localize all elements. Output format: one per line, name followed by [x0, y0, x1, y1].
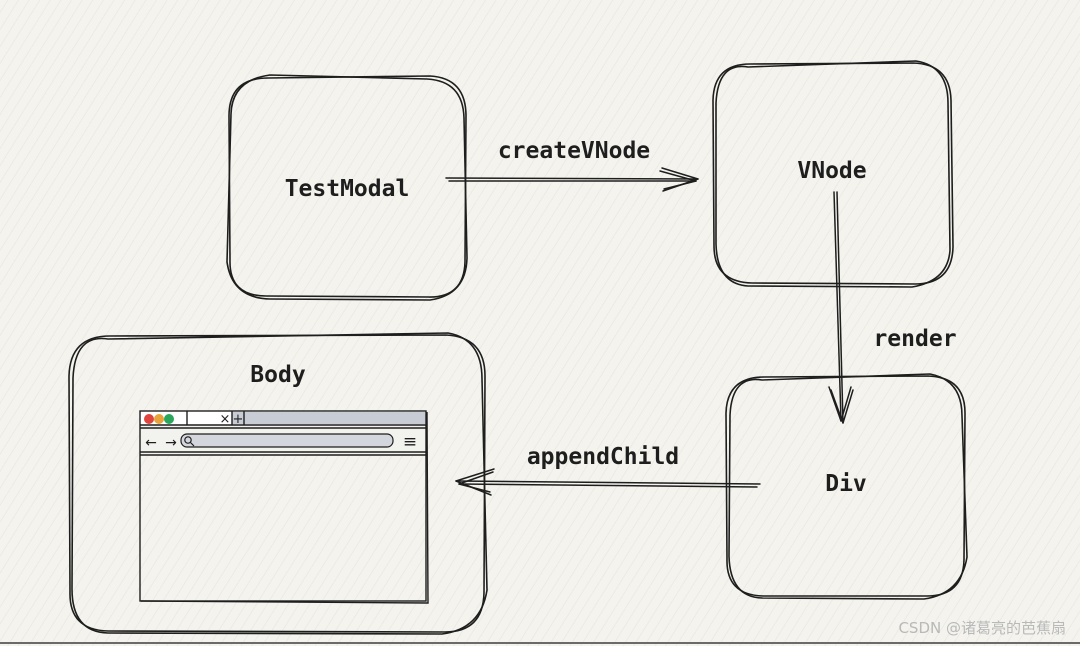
div-node[interactable]: Div — [725, 373, 968, 600]
browser-window-sketch: × + ← → ≡ — [139, 410, 429, 604]
appendchild-arrow — [455, 468, 761, 496]
testmodal-node[interactable]: TestModal — [226, 74, 468, 301]
minimize-dot-icon — [154, 414, 164, 424]
div-label: Div — [825, 471, 867, 497]
hamburger-menu-icon: ≡ — [403, 432, 417, 452]
body-label: Body — [250, 362, 306, 388]
testmodal-label: TestModal — [285, 176, 410, 202]
vnode-label: VNode — [797, 158, 866, 184]
render-edge-label: render — [873, 326, 956, 352]
back-arrow-icon: ← — [145, 435, 157, 451]
forward-arrow-icon: → — [165, 435, 177, 451]
createvnode-edge-label: createVNode — [498, 138, 650, 164]
render-arrow — [828, 191, 854, 424]
appendchild-edge-label: appendChild — [527, 444, 679, 470]
createvnode-arrow — [445, 167, 699, 192]
body-node[interactable]: Body — [68, 332, 488, 635]
search-icon — [184, 436, 195, 447]
maximize-dot-icon — [164, 414, 174, 424]
address-bar — [180, 433, 394, 448]
bottom-divider — [0, 642, 1080, 644]
tab-close-icon: × — [220, 412, 231, 427]
watermark: CSDN @诸葛亮的芭蕉扇 — [898, 619, 1066, 637]
new-tab-icon: + — [233, 412, 244, 427]
close-dot-icon — [144, 414, 154, 424]
vnode-node[interactable]: VNode — [712, 60, 954, 288]
